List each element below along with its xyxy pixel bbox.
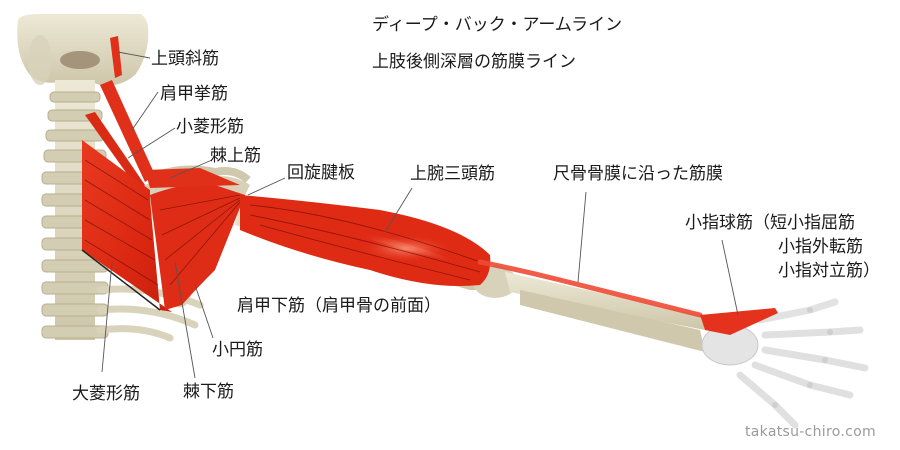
label-teres-minor: 小円筋: [212, 340, 263, 360]
label-supraspinatus: 棘上筋: [210, 146, 261, 166]
rhomboid-major-muscle: [82, 140, 172, 312]
label-superior-oblique-capitis: 上頭斜筋: [151, 49, 219, 69]
label-hypothenar-line3: 小指対立筋）: [778, 261, 880, 281]
superior-oblique-capitis-muscle: [110, 36, 122, 78]
label-triceps: 上腕三頭筋: [410, 164, 495, 184]
label-subscapularis: 肩甲下筋（肩甲骨の前面）: [237, 296, 441, 316]
skull: [17, 14, 149, 86]
watermark: takatsu-chiro.com: [745, 424, 876, 440]
muscles: [81, 36, 778, 335]
leader-lines: [101, 51, 739, 379]
ulnar-fascia: [477, 259, 703, 318]
hypothenar-muscle: [700, 308, 778, 335]
label-rotator-cuff: 回旋腱板: [287, 163, 355, 183]
diagram-title: ディープ・バック・アームライン: [372, 15, 623, 35]
forearm: [505, 272, 705, 352]
label-rhomboid-minor: 小菱形筋: [176, 117, 244, 137]
levator-scapulae-muscle: [100, 80, 155, 182]
label-hypothenar-line2: 小指外転筋: [778, 237, 863, 257]
label-rhomboid-major: 大菱形筋: [72, 384, 140, 404]
hand-joints: [772, 307, 833, 408]
label-ulnar-fascia: 尺骨骨膜に沿った筋膜: [553, 164, 723, 184]
supraspinatus-muscle: [145, 168, 240, 188]
label-levator-scapulae: 肩甲挙筋: [160, 84, 228, 104]
label-infraspinatus: 棘下筋: [183, 382, 234, 402]
rhomboid-minor-muscle: [85, 112, 145, 192]
label-hypothenar-line1: 小指球筋（短小指屈筋: [685, 213, 855, 233]
diagram-subtitle: 上肢後側深層の筋膜ライン: [372, 52, 576, 72]
